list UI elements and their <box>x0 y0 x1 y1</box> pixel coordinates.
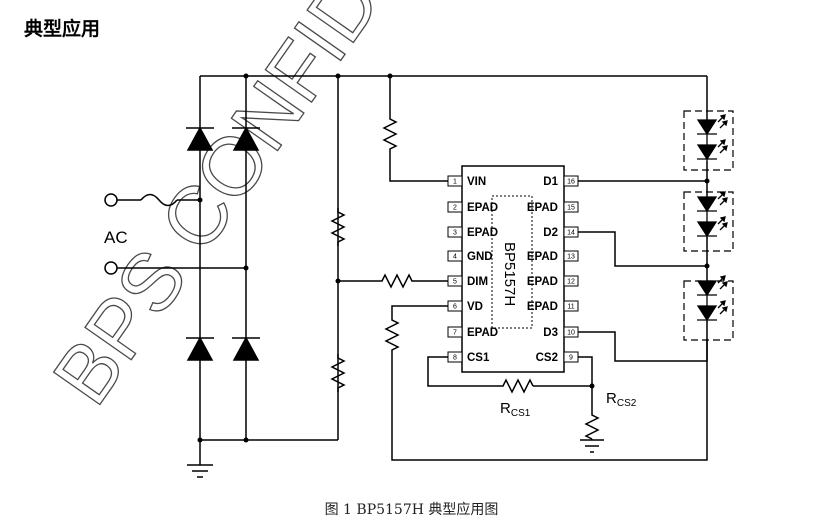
divider-resistor-top <box>330 208 346 246</box>
svg-text:EPAD: EPAD <box>467 202 498 214</box>
chip-pin-epad-right-13: 13 EPAD <box>527 250 579 263</box>
figure-caption: 图 1 BP5157H 典型应用图 <box>324 502 499 518</box>
ac-label: AC <box>104 228 128 247</box>
chip-pin-epad-right-11: 11 EPAD <box>527 300 579 313</box>
led-icon <box>696 191 728 213</box>
chip-pin-epad-left-2: 2 EPAD <box>447 201 498 214</box>
svg-text:EPAD: EPAD <box>467 227 498 239</box>
bridge-diode-4 <box>232 336 260 361</box>
ground-icon-rcs2 <box>580 439 604 453</box>
chip-pin-epad-right-15: 15 EPAD <box>527 201 579 214</box>
svg-text:EPAD: EPAD <box>527 202 558 214</box>
chip-pin-vin-left-1: 1 VIN <box>447 175 486 188</box>
vd-resistor <box>384 318 400 352</box>
led-string-2 <box>683 191 734 252</box>
chip-pin-d2-right-14: 14 D2 <box>543 226 579 239</box>
chip-pin-cs2-right-9: 9 CS2 <box>536 351 579 364</box>
svg-text:EPAD: EPAD <box>467 327 498 339</box>
chip-body <box>461 165 565 373</box>
svg-text:EPAD: EPAD <box>527 301 558 313</box>
svg-text:D1: D1 <box>543 176 558 188</box>
rcs2-label: RCS2 <box>606 390 637 409</box>
svg-text:EPAD: EPAD <box>527 276 558 288</box>
svg-text:D2: D2 <box>543 227 558 239</box>
svg-text:2: 2 <box>453 205 457 212</box>
svg-text:CS2: CS2 <box>536 352 558 364</box>
chip-pin-epad-right-12: 12 EPAD <box>527 275 579 288</box>
svg-text:10: 10 <box>567 330 575 337</box>
section-heading: 典型应用 <box>24 18 101 40</box>
svg-text:CS1: CS1 <box>467 352 490 364</box>
led-icon <box>696 216 728 238</box>
bridge-diode-2 <box>232 126 260 151</box>
bridge-diode-1 <box>186 126 214 151</box>
chip-pin-cs1-left-8: 8 CS1 <box>447 351 490 364</box>
led-icon <box>696 275 728 297</box>
chip-name: BP5157H <box>501 242 518 306</box>
svg-text:4: 4 <box>453 254 457 261</box>
chip-pin-epad-left-3: 3 EPAD <box>447 226 498 239</box>
svg-text:GND: GND <box>467 251 493 263</box>
svg-text:15: 15 <box>567 205 575 212</box>
rcs1-label: RCS1 <box>500 400 531 419</box>
exposed-pad <box>491 195 533 329</box>
svg-text:9: 9 <box>569 355 573 362</box>
ground-icon <box>187 464 213 478</box>
svg-text:VIN: VIN <box>467 176 486 188</box>
svg-text:VD: VD <box>467 301 483 313</box>
chip-pin-gnd-left-4: 4 GND <box>447 250 493 263</box>
dim-resistor <box>378 273 448 289</box>
led-icon <box>696 139 728 161</box>
svg-text:12: 12 <box>567 279 575 286</box>
svg-text:16: 16 <box>567 179 575 186</box>
svg-text:5: 5 <box>453 279 457 286</box>
svg-text:13: 13 <box>567 254 575 261</box>
svg-text:DIM: DIM <box>467 276 488 288</box>
svg-text:6: 6 <box>453 304 457 311</box>
svg-text:8: 8 <box>453 355 457 362</box>
bridge-diode-3 <box>186 336 214 361</box>
svg-text:3: 3 <box>453 230 457 237</box>
rcs1-resistor <box>500 378 534 394</box>
rcs2-resistor <box>584 413 600 440</box>
chip-pin-d1-right-16: 16 D1 <box>543 175 579 188</box>
chip-pin-vd-left-6: 6 VD <box>447 300 483 313</box>
vin-resistor <box>382 115 398 153</box>
svg-text:11: 11 <box>567 304 574 311</box>
svg-text:1: 1 <box>453 179 457 186</box>
led-icon <box>696 300 728 322</box>
chip-pin-d3-right-10: 10 D3 <box>543 326 579 339</box>
led-string-1 <box>683 110 734 171</box>
fuse <box>140 193 178 207</box>
ac-terminal-top <box>104 193 118 207</box>
chip-pin-dim-left-5: 5 DIM <box>447 275 488 288</box>
svg-text:D3: D3 <box>543 327 558 339</box>
svg-text:14: 14 <box>567 230 575 237</box>
chip-pin-epad-left-7: 7 EPAD <box>447 326 498 339</box>
svg-text:7: 7 <box>453 330 457 337</box>
led-icon <box>696 114 728 136</box>
divider-resistor-bottom <box>330 354 346 392</box>
svg-text:EPAD: EPAD <box>527 251 558 263</box>
